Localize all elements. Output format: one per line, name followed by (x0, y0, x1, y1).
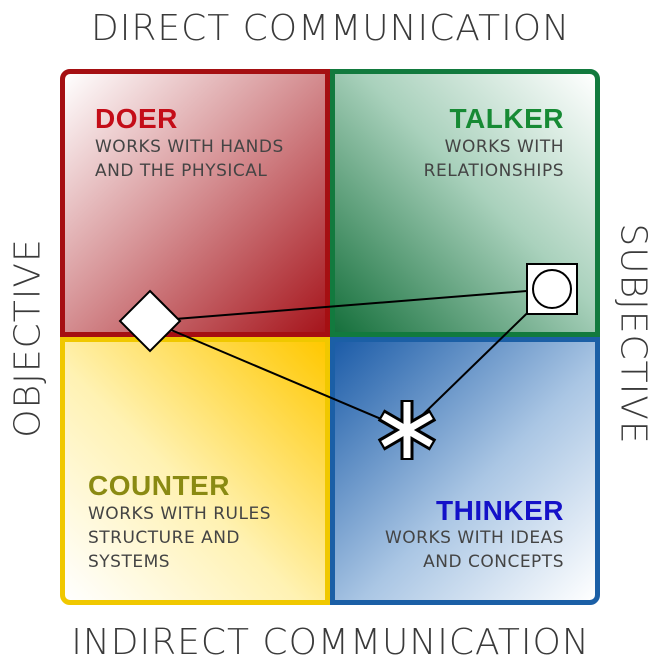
quadrant-description-doer: WORKS WITH HANDS AND THE PHYSICAL (95, 135, 284, 183)
description-line: WORKS WITH (444, 137, 564, 157)
description-line: STRUCTURE AND (88, 528, 241, 548)
axis-label-direct-communication: DIRECT COMMUNICATION (91, 8, 570, 49)
circle-in-square-marker-icon (526, 263, 578, 315)
quadrant-title-thinker: THINKER (436, 495, 564, 526)
connector-diamond-asterisk (149, 320, 408, 431)
connector-diamond-circle (149, 288, 553, 322)
description-line: WORKS WITH IDEAS (384, 528, 564, 548)
quadrant-title-talker: TALKER (449, 103, 564, 134)
quadrant-counter (60, 337, 330, 605)
description-line: AND THE PHYSICAL (95, 161, 268, 181)
asterisk-marker-icon (377, 400, 437, 460)
quadrant-title-counter: COUNTER (88, 470, 230, 501)
description-line: WORKS WITH RULES (88, 504, 271, 524)
description-line: RELATIONSHIPS (423, 161, 564, 181)
description-line: WORKS WITH HANDS (95, 137, 284, 157)
quadrant-thinker (330, 337, 600, 605)
description-line: SYSTEMS (88, 552, 171, 572)
quadrant-description-thinker: WORKS WITH IDEAS AND CONCEPTS (385, 526, 564, 574)
quadrant-doer (60, 69, 330, 337)
quadrant-title-doer: DOER (95, 103, 178, 134)
axis-label-indirect-communication: INDIRECT COMMUNICATION (71, 622, 590, 663)
quadrant-description-counter: WORKS WITH RULES STRUCTURE AND SYSTEMS (88, 502, 271, 574)
diamond-marker-icon (118, 289, 182, 353)
quadrant-description-talker: WORKS WITH RELATIONSHIPS (424, 135, 564, 183)
description-line: AND CONCEPTS (423, 552, 564, 572)
